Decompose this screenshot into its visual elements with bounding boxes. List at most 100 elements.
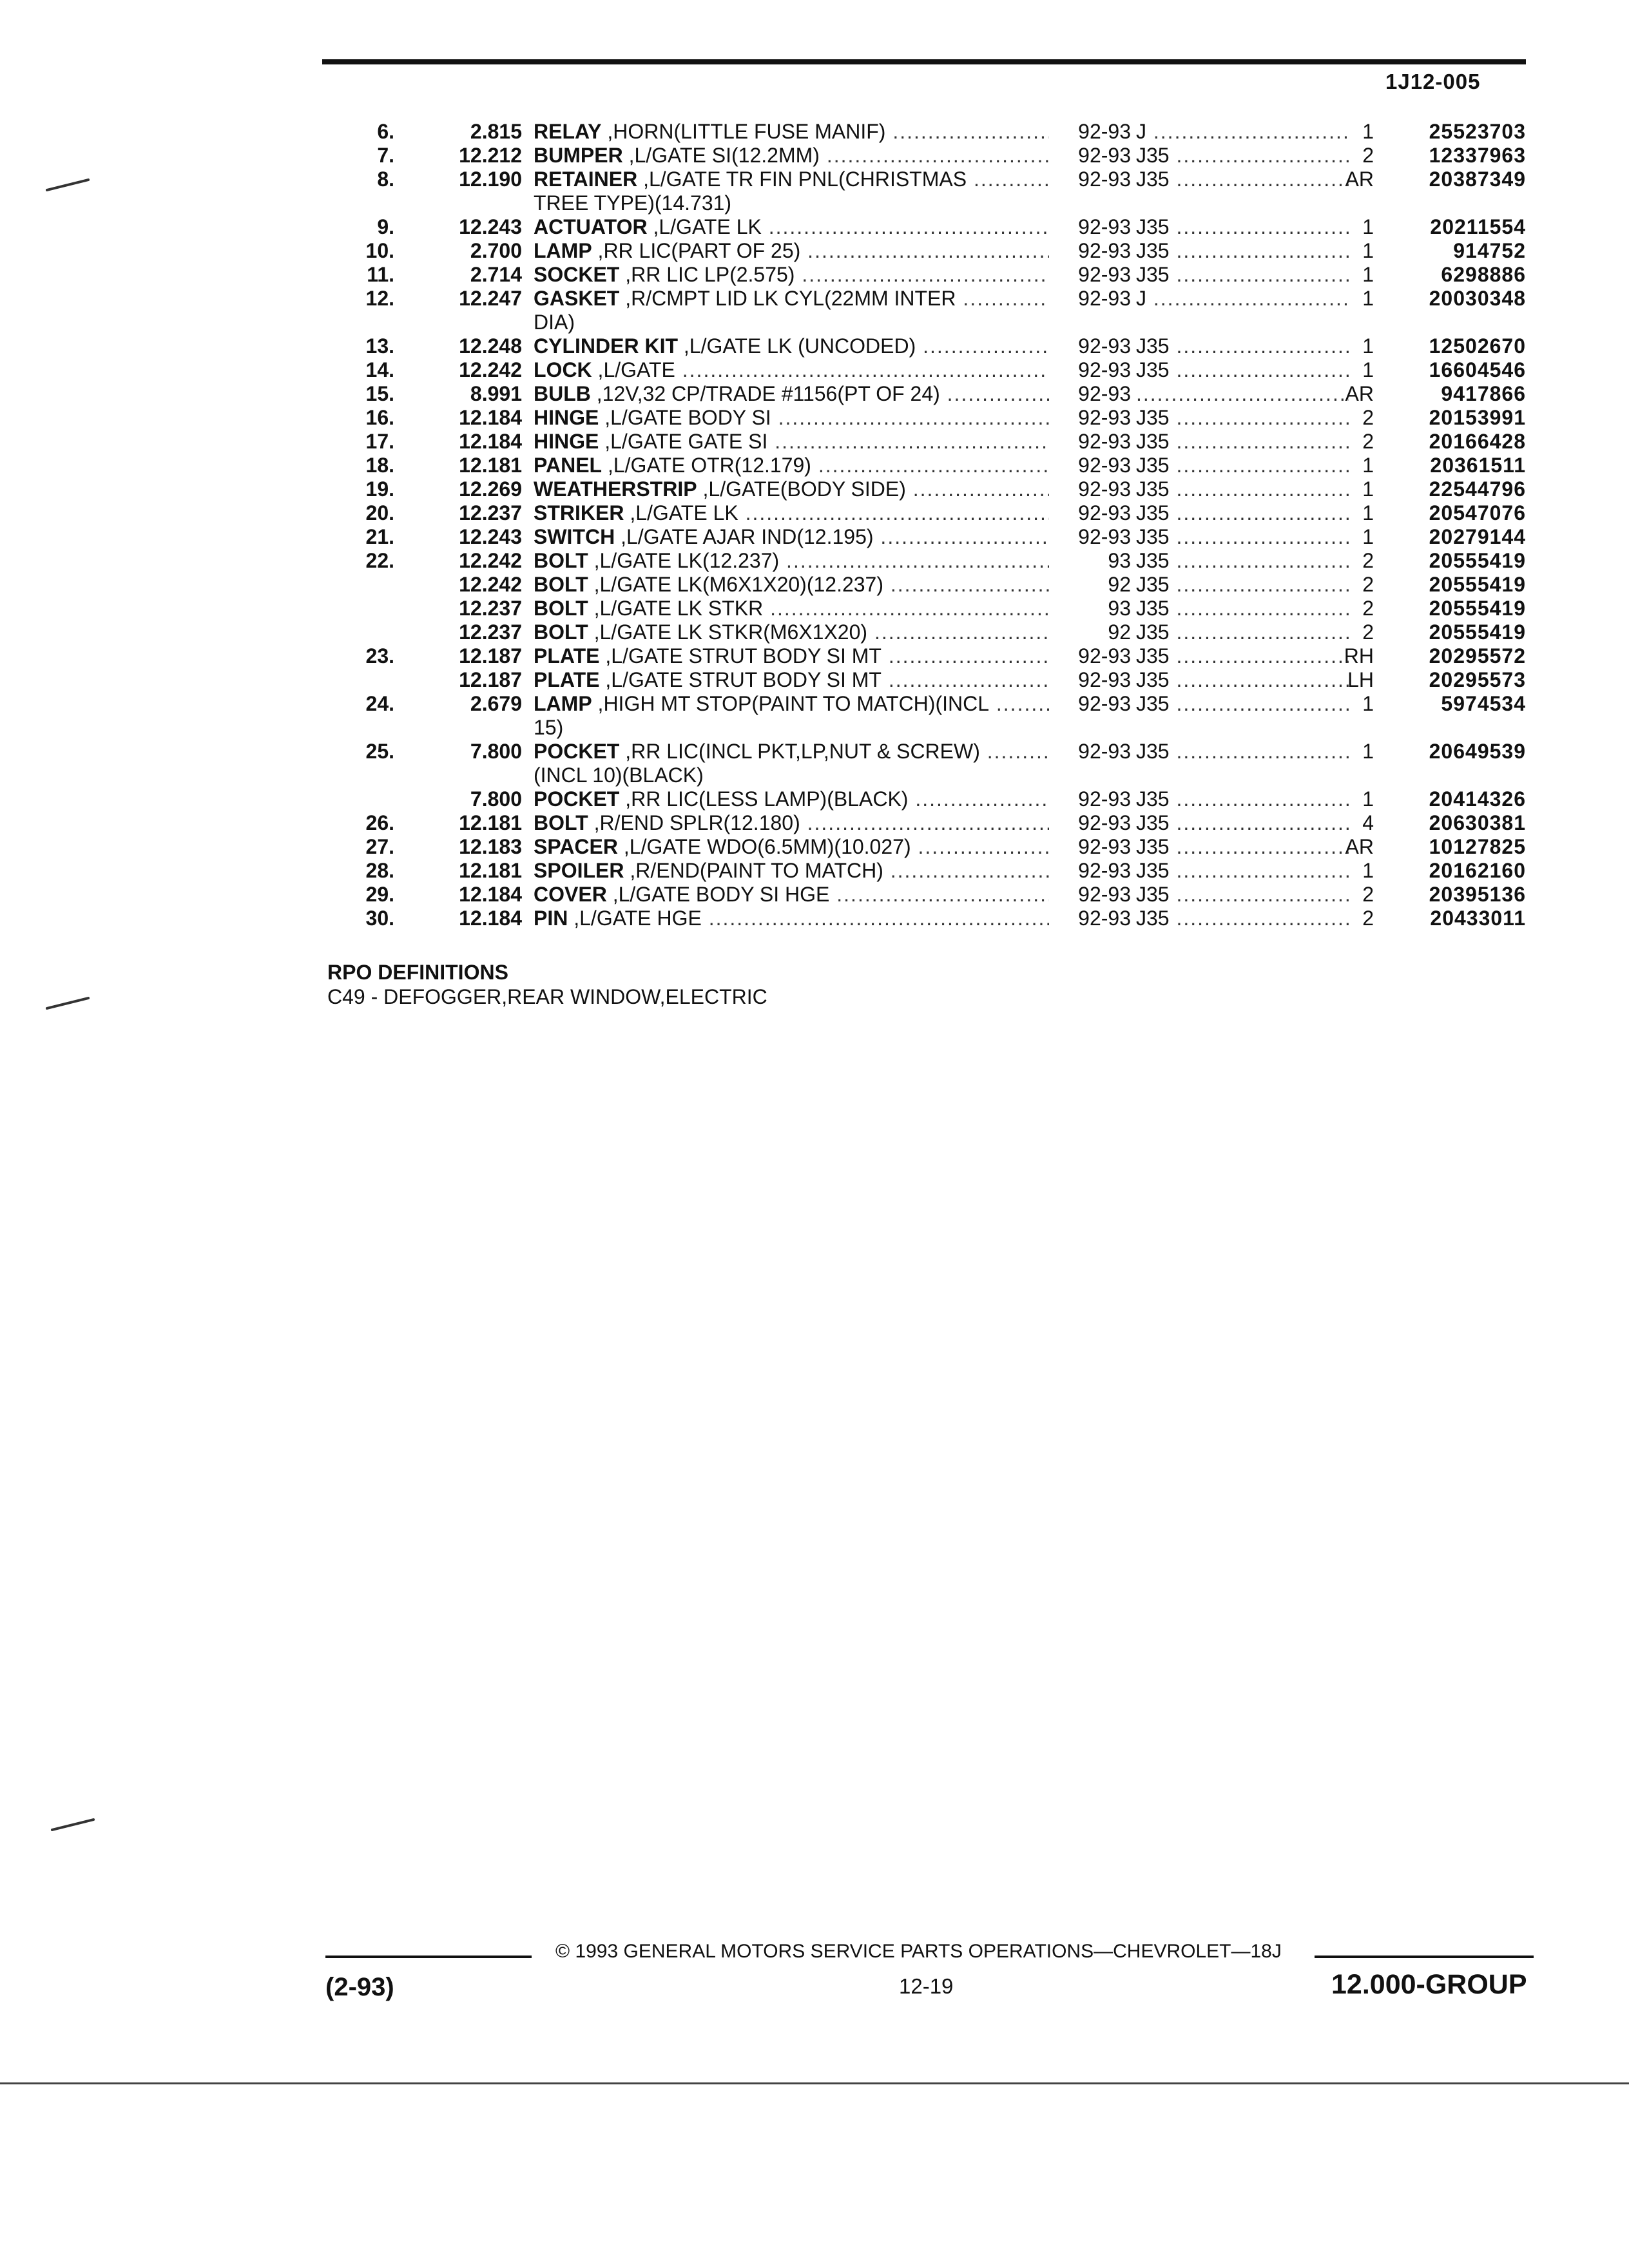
part-name: SPOILER xyxy=(534,859,624,882)
part-detail: ,RR LIC(PART OF 25) xyxy=(592,239,801,262)
part-row-continuation: DIA) xyxy=(322,311,1534,334)
rpo-code: J35 xyxy=(1136,644,1170,668)
part-description: BOLT ,L/GATE LK STKR ...................… xyxy=(534,597,1049,620)
quantity: 2 xyxy=(1362,907,1374,930)
part-detail-continued: TREE TYPE)(14.731) xyxy=(534,191,732,215)
part-detail: ,L/GATE OTR(12.179) xyxy=(602,454,811,477)
quantity: AR xyxy=(1345,835,1374,858)
rpo-code-cell: J35 ....................................… xyxy=(1136,883,1349,907)
rpo-code: J xyxy=(1136,287,1146,310)
leader-dots: ........................................… xyxy=(1176,454,1349,477)
part-row-continuation: TREE TYPE)(14.731) xyxy=(322,191,1534,215)
item-number: 13. xyxy=(365,334,394,358)
leader-dots: ........................................… xyxy=(807,811,1049,834)
quantity: 1 xyxy=(1362,334,1374,358)
part-description: LAMP ,RR LIC(PART OF 25) ...............… xyxy=(534,239,1049,263)
leader-dots: ........................................… xyxy=(802,263,1049,286)
part-detail-continued: (INCL 10)(BLACK) xyxy=(534,764,704,787)
part-name: BULB xyxy=(534,382,591,405)
leader-dots: ........................................… xyxy=(973,168,1049,191)
illustration-ref: 12.190 xyxy=(459,168,522,191)
part-number: 20295573 xyxy=(1429,668,1526,691)
part-number: 20030348 xyxy=(1429,287,1526,310)
leader-dots: ........................................… xyxy=(918,835,1049,858)
part-detail: ,L/GATE STRUT BODY SI MT xyxy=(599,644,882,668)
part-description: LOCK ,L/GATE ...........................… xyxy=(534,358,1049,382)
leader-dots: ........................................… xyxy=(1176,859,1349,882)
part-detail: ,HORN(LITTLE FUSE MANIF) xyxy=(601,120,886,143)
part-name: SPACER xyxy=(534,835,618,858)
scan-mark xyxy=(45,178,90,192)
leader-dots: ........................................… xyxy=(1176,907,1349,930)
leader-dots: ........................................… xyxy=(996,692,1049,715)
rpo-code: J35 xyxy=(1136,477,1170,501)
model-years: 92-93 xyxy=(1078,692,1131,715)
leader-dots: ........................................… xyxy=(947,382,1049,405)
part-detail: ,RR LIC(LESS LAMP)(BLACK) xyxy=(619,787,909,811)
quantity: 1 xyxy=(1362,740,1374,763)
item-number: 9. xyxy=(377,215,394,238)
item-number: 6. xyxy=(377,120,394,143)
item-number: 7. xyxy=(377,144,394,167)
illustration-ref: 12.181 xyxy=(459,454,522,477)
model-years: 93 xyxy=(1108,597,1131,620)
leader-dots: ........................................… xyxy=(708,907,1049,930)
rpo-code-cell: J35 ....................................… xyxy=(1136,859,1349,883)
part-number: 5974534 xyxy=(1441,692,1526,715)
quantity: RH xyxy=(1344,644,1374,668)
part-description: HINGE ,L/GATE BODY SI ..................… xyxy=(534,406,1049,430)
part-number: 20630381 xyxy=(1429,811,1526,834)
rpo-heading: RPO DEFINITIONS xyxy=(327,961,508,984)
illustration-ref: 12.242 xyxy=(459,549,522,572)
leader-dots: ........................................… xyxy=(682,358,1049,381)
leader-dots: ........................................… xyxy=(890,859,1049,882)
leader-dots: ........................................… xyxy=(888,668,1049,691)
rpo-definition: C49 - DEFOGGER,REAR WINDOW,ELECTRIC xyxy=(327,985,767,1008)
part-number: 22544796 xyxy=(1429,477,1526,501)
leader-dots: ........................................… xyxy=(987,740,1049,763)
rpo-code: J35 xyxy=(1136,883,1170,906)
part-detail: ,L/GATE LK STKR xyxy=(588,597,764,620)
model-years: 92-93 xyxy=(1078,525,1131,548)
quantity: 1 xyxy=(1362,859,1374,882)
part-description: PIN ,L/GATE HGE ........................… xyxy=(534,907,1049,930)
leader-dots: ........................................… xyxy=(1176,334,1349,358)
model-years: 92-93 xyxy=(1078,668,1131,691)
part-number: 914752 xyxy=(1453,239,1526,262)
part-description: BOLT ,L/GATE LK(12.237) ................… xyxy=(534,549,1049,573)
illustration-ref: 12.184 xyxy=(459,883,522,906)
part-detail-continued: DIA) xyxy=(534,311,575,334)
item-number: 26. xyxy=(365,811,394,834)
footer-page-number: 12-19 xyxy=(899,1974,954,1998)
part-number: 20414326 xyxy=(1429,787,1526,811)
item-number: 23. xyxy=(365,644,394,668)
part-description: SPACER ,L/GATE WDO(6.5MM)(10.027) ......… xyxy=(534,835,1049,859)
part-number: 12337963 xyxy=(1429,144,1526,167)
leader-dots: ........................................… xyxy=(1176,501,1349,524)
part-detail: ,L/GATE HGE xyxy=(568,907,702,930)
model-years: 92-93 xyxy=(1078,501,1131,524)
illustration-ref: 12.242 xyxy=(459,358,522,381)
leader-dots: ........................................… xyxy=(1176,263,1349,286)
part-description: ACTUATOR ,L/GATE LK ....................… xyxy=(534,215,1049,239)
part-name: POCKET xyxy=(534,787,620,811)
rpo-code-cell: J35 ....................................… xyxy=(1136,573,1349,597)
illustration-ref: 12.184 xyxy=(459,406,522,429)
model-years: 92-93 xyxy=(1078,120,1131,143)
part-description: SPOILER ,R/END(PAINT TO MATCH) .........… xyxy=(534,859,1049,883)
part-detail: ,12V,32 CP/TRADE #1156(PT OF 24) xyxy=(590,382,940,405)
part-number: 25523703 xyxy=(1429,120,1526,143)
rpo-code: J35 xyxy=(1136,168,1170,191)
model-years: 92-93 xyxy=(1078,835,1131,858)
part-description: BOLT ,L/GATE LK STKR(M6X1X20) ..........… xyxy=(534,620,1049,644)
rpo-code: J35 xyxy=(1136,239,1170,262)
part-detail: ,L/GATE STRUT BODY SI MT xyxy=(599,668,882,691)
rpo-code: J35 xyxy=(1136,144,1170,167)
part-name: PLATE xyxy=(534,668,600,691)
part-description: BOLT ,R/END SPLR(12.180) ...............… xyxy=(534,811,1049,835)
quantity: 1 xyxy=(1362,358,1374,381)
